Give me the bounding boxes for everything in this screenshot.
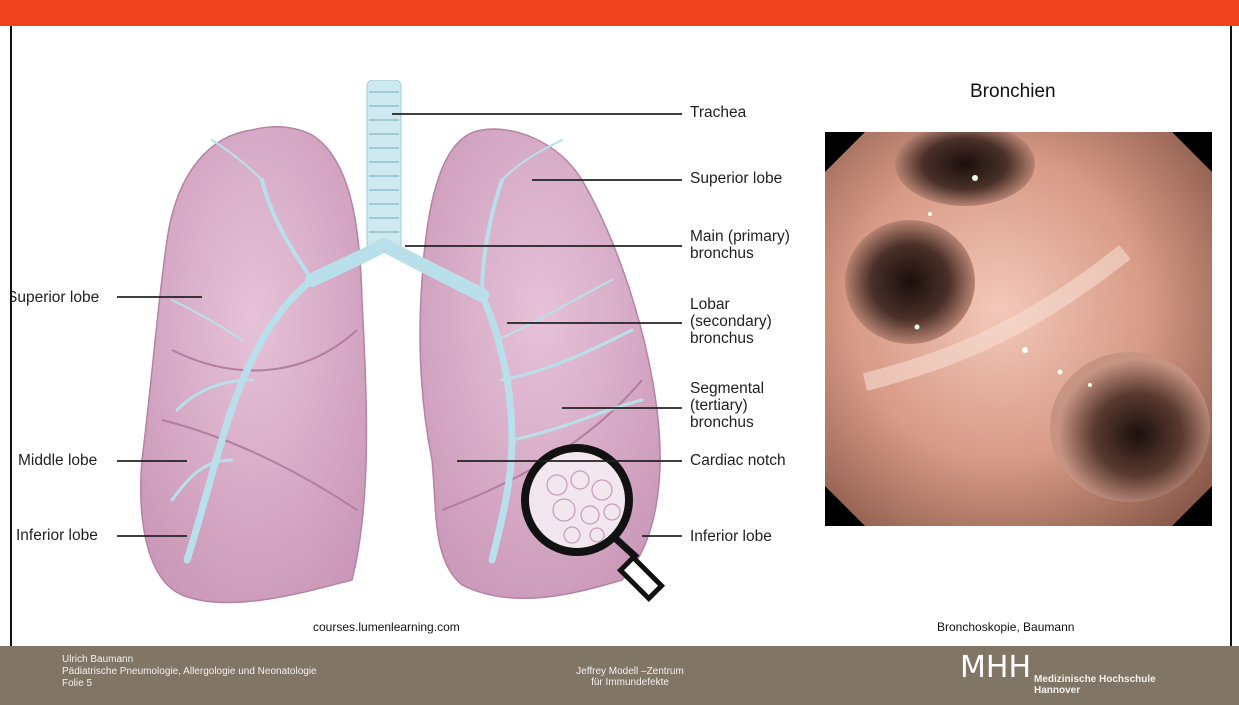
right-border (1230, 26, 1232, 646)
mhh-logo: MHH Medizinische Hochschule Hannover (960, 650, 1200, 702)
footer-author: Ulrich Baumann (62, 654, 317, 666)
label-superior-lobe-right-lung-text: Superior lobe (12, 289, 99, 306)
label-main-bronchus: Main (primary) bronchus (690, 228, 790, 262)
mhh-logo-line-2: Hannover (1034, 685, 1156, 696)
label-cardiac-notch: Cardiac notch (690, 452, 786, 469)
bronchoscopy-photo (825, 132, 1212, 526)
footer: Ulrich Baumann Pädiatrische Pneumologie,… (0, 646, 1239, 705)
mhh-logo-line-1: Medizinische Hochschule (1034, 674, 1156, 685)
footer-author-block: Ulrich Baumann Pädiatrische Pneumologie,… (62, 654, 317, 690)
footer-center-line-2: für Immundefekte (530, 677, 730, 688)
label-superior-lobe-left-lung: Superior lobe (690, 170, 782, 187)
label-lobar-bronchus: Lobar (secondary) bronchus (690, 296, 772, 347)
top-accent-bar (0, 0, 1239, 26)
label-middle-lobe: Middle lobe (18, 452, 97, 469)
footer-slide-number: Folie 5 (62, 678, 317, 690)
mhh-logo-text: Medizinische Hochschule Hannover (1034, 674, 1156, 696)
label-inferior-lobe-left-lung: Inferior lobe (690, 528, 772, 545)
label-inferior-lobe-right-lung: Inferior lobe (16, 527, 98, 544)
photo-title: Bronchien (970, 81, 1056, 103)
label-trachea: Trachea (690, 104, 746, 121)
footer-center-line-1: Jeffrey Modell –Zentrum (530, 666, 730, 677)
label-segmental-bronchus: Segmental (tertiary) bronchus (690, 380, 764, 431)
mhh-logo-mark: MHH (960, 650, 1031, 685)
diagram-credit: courses.lumenlearning.com (313, 620, 460, 634)
right-lung (141, 127, 367, 603)
footer-center-block: Jeffrey Modell –Zentrum für Immundefekte (530, 666, 730, 688)
footer-department: Pädiatrische Pneumologie, Allergologie u… (62, 666, 317, 678)
photo-credit: Bronchoskopie, Baumann (937, 620, 1074, 634)
label-superior-lobe-right-lung: Superior lobe (12, 289, 107, 306)
